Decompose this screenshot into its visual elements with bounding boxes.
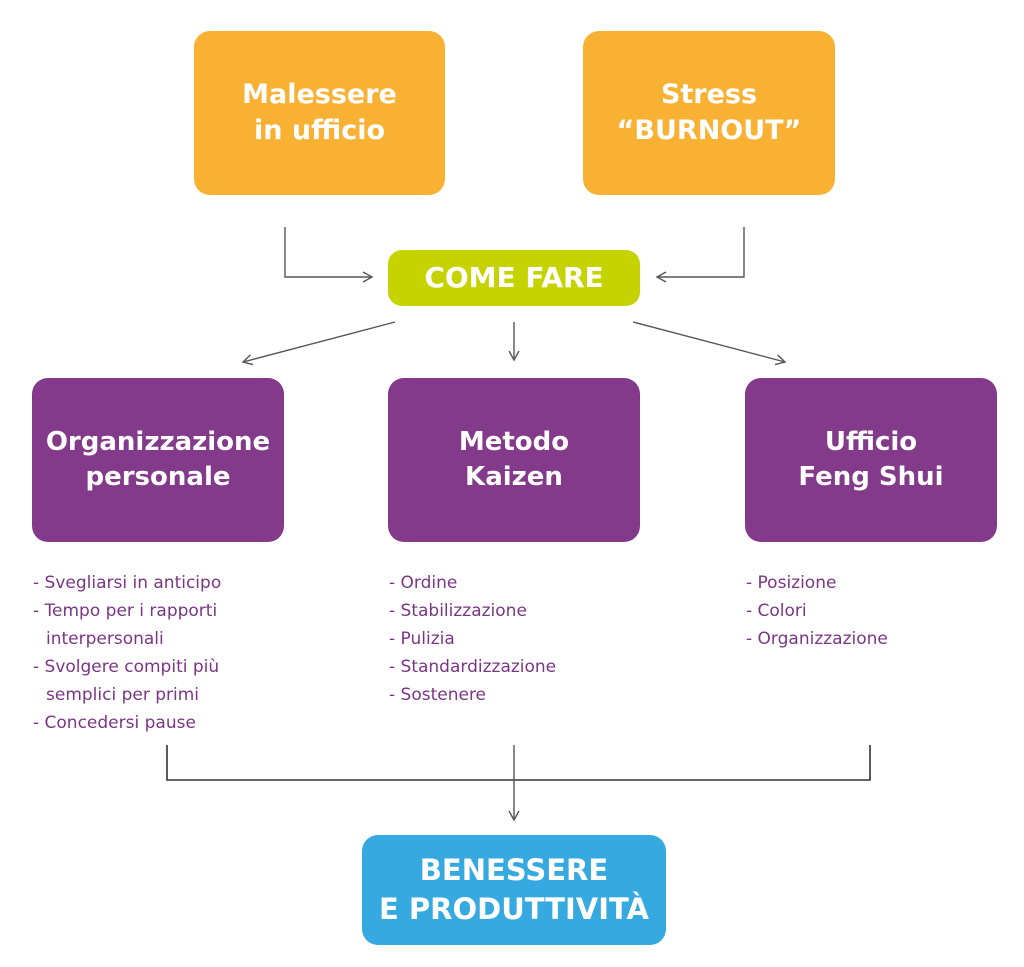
method-organizzazione-line2: personale xyxy=(85,462,231,492)
method-organizzazione-box: Organizzazione personale xyxy=(32,378,284,542)
result-line1: BENESSERE xyxy=(419,852,609,887)
cause-stress-line2: “BURNOUT” xyxy=(616,115,802,146)
cause-malessere-box: Malessere in ufficio xyxy=(194,31,445,195)
method-kaizen-box: Metodo Kaizen xyxy=(388,378,640,542)
cause-stress-box: Stress “BURNOUT” xyxy=(583,31,835,195)
cause-stress-line1: Stress xyxy=(660,78,758,110)
hub-come-fare-box: COME FARE xyxy=(388,250,640,306)
hub-label: COME FARE xyxy=(424,261,604,295)
kaizen-list: - Ordine - Stabilizzazione - Pulizia - S… xyxy=(389,569,634,709)
result-box: BENESSERE E PRODUTTIVITÀ xyxy=(362,835,666,945)
list-item: - Sostenere xyxy=(389,685,487,705)
method-fengshui-line2: Feng Shui xyxy=(798,462,944,492)
cause-malessere-line1: Malessere xyxy=(242,78,397,110)
method-fengshui-line1: Ufficio xyxy=(824,426,918,457)
cause-malessere-line2: in ufficio xyxy=(253,115,386,146)
list-item: - Svolgere compiti più semplici per prim… xyxy=(33,657,220,705)
list-item: - Pulizia xyxy=(389,629,455,649)
list-item: - Organizzazione xyxy=(746,629,888,649)
arrow-hub-to-organizzazione xyxy=(241,321,396,366)
list-item: - Tempo per i rapporti interpersonali xyxy=(33,601,218,649)
list-item: - Colori xyxy=(746,601,807,621)
list-item: - Concedersi pause xyxy=(33,713,196,733)
result-line2: E PRODUTTIVITÀ xyxy=(379,892,649,926)
list-item: - Standardizzazione xyxy=(389,657,557,677)
list-item: - Ordine xyxy=(389,573,458,593)
arrow-malessere-to-hub xyxy=(284,227,374,283)
list-item: - Posizione xyxy=(746,573,837,593)
method-organizzazione-line1: Organizzazione xyxy=(45,426,271,457)
list-item: - Svegliarsi in anticipo xyxy=(33,573,222,593)
organizzazione-list: - Svegliarsi in anticipo - Tempo per i r… xyxy=(33,569,278,737)
arrow-stress-to-hub xyxy=(655,227,745,283)
method-kaizen-line1: Metodo xyxy=(458,426,570,457)
arrow-hub-to-fengshui xyxy=(632,321,787,366)
merge-bracket xyxy=(166,745,871,781)
method-fengshui-box: Ufficio Feng Shui xyxy=(745,378,997,542)
list-item: - Stabilizzazione xyxy=(389,601,527,621)
fengshui-list: - Posizione - Colori - Organizzazione xyxy=(746,569,991,653)
method-kaizen-line2: Kaizen xyxy=(465,462,563,492)
